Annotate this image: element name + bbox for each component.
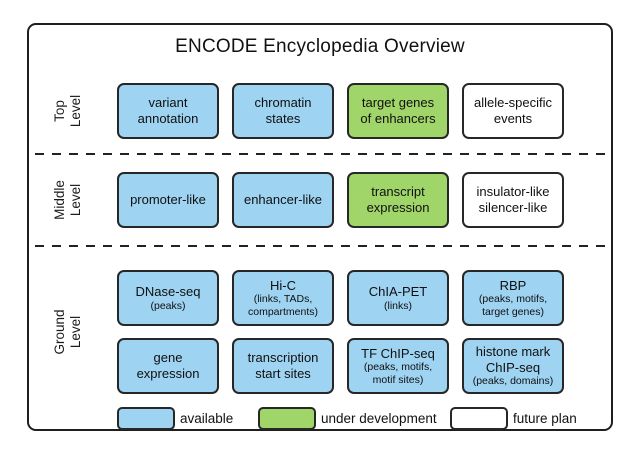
box-label: enhancer-like — [243, 192, 323, 208]
box-label: transcription — [247, 350, 319, 366]
box-label: RBP — [499, 277, 527, 293]
row-label-line: Middle — [52, 180, 68, 220]
box-transcription-start-sites: transcription start sites — [232, 338, 334, 394]
box-sublabel: (peaks, motifs, — [363, 361, 433, 374]
box-histone-mark-chip-seq: histone mark ChIP-seq (peaks, domains) — [462, 338, 564, 394]
box-variant-annotation: variant annotation — [117, 83, 219, 139]
diagram-title: ENCODE Encyclopedia Overview — [175, 36, 465, 57]
legend-swatch-available — [117, 407, 175, 430]
box-tf-chip-seq: TF ChIP-seq (peaks, motifs, motif sites) — [347, 338, 449, 394]
legend-item-future-plan: future plan — [450, 407, 577, 430]
box-label: silencer-like — [478, 200, 548, 215]
legend-label: future plan — [513, 411, 577, 426]
legend-swatch-under-development — [258, 407, 316, 430]
legend-item-under-development: under development — [258, 407, 437, 430]
box-label: insulator-like — [476, 184, 550, 200]
legend-label: under development — [321, 411, 437, 426]
box-gene-expression: gene expression — [117, 338, 219, 394]
box-label: transcript — [371, 184, 425, 200]
box-insulator-like-silencer-like: insulator-like silencer-like — [462, 172, 564, 228]
row-label-line: Level — [68, 315, 83, 349]
row-label-top-level: Top Level — [49, 61, 87, 161]
box-label: expression — [366, 200, 430, 215]
box-label: of enhancers — [360, 111, 436, 126]
box-chia-pet: ChIA-PET (links) — [347, 270, 449, 326]
box-sublabel: (peaks, domains) — [472, 375, 554, 388]
box-promoter-like: promoter-like — [117, 172, 219, 228]
row-label-line: Level — [68, 94, 83, 128]
box-label: target genes — [361, 95, 435, 111]
box-label: promoter-like — [130, 192, 206, 208]
box-chromatin-states: chromatin states — [232, 83, 334, 139]
row-label-middle-level: Middle Level — [49, 150, 87, 250]
box-label: TF ChIP-seq — [361, 345, 435, 361]
row-label-line: Ground — [52, 309, 68, 355]
row-label-ground-level: Ground Level — [49, 282, 87, 382]
box-target-genes-of-enhancers: target genes of enhancers — [347, 83, 449, 139]
legend-item-available: available — [117, 407, 233, 430]
box-allele-specific-events: allele-specific events — [462, 83, 564, 139]
row-label-line: Top — [52, 100, 68, 122]
legend-swatch-future-plan — [450, 407, 508, 430]
box-label: expression — [136, 366, 200, 381]
box-transcript-expression: transcript expression — [347, 172, 449, 228]
box-sublabel: (links, TADs, — [253, 293, 313, 306]
box-sublabel: compartments) — [247, 305, 319, 318]
box-label: Hi-C — [270, 277, 296, 293]
legend-label: available — [180, 411, 234, 426]
box-label: gene — [153, 350, 183, 366]
box-enhancer-like: enhancer-like — [232, 172, 334, 228]
divider-dashed-middle — [35, 245, 607, 247]
box-rbp: RBP (peaks, motifs, target genes) — [462, 270, 564, 326]
box-label: histone mark — [475, 344, 551, 360]
diagram-frame: ENCODE Encyclopedia Overview Top Level v… — [27, 23, 613, 431]
box-sublabel: (peaks) — [150, 299, 186, 312]
divider-dashed-top — [35, 153, 607, 155]
box-label: start sites — [255, 366, 311, 381]
box-label: ChIA-PET — [368, 283, 428, 299]
box-sublabel: motif sites) — [372, 373, 424, 386]
box-dnase-seq: DNase-seq (peaks) — [117, 270, 219, 326]
row-label-line: Level — [68, 183, 83, 217]
box-label: ChIP-seq — [485, 359, 541, 375]
box-sublabel: (links) — [384, 299, 412, 312]
box-label: annotation — [137, 111, 199, 126]
box-label: variant — [148, 95, 188, 111]
box-label: chromatin — [254, 95, 312, 111]
box-label: DNase-seq — [135, 283, 201, 299]
box-label: states — [265, 111, 301, 126]
box-sublabel: (peaks, motifs, — [478, 293, 548, 306]
box-label: events — [493, 111, 533, 126]
box-hi-c: Hi-C (links, TADs, compartments) — [232, 270, 334, 326]
box-label: allele-specific — [473, 95, 553, 111]
box-sublabel: target genes) — [482, 305, 544, 318]
